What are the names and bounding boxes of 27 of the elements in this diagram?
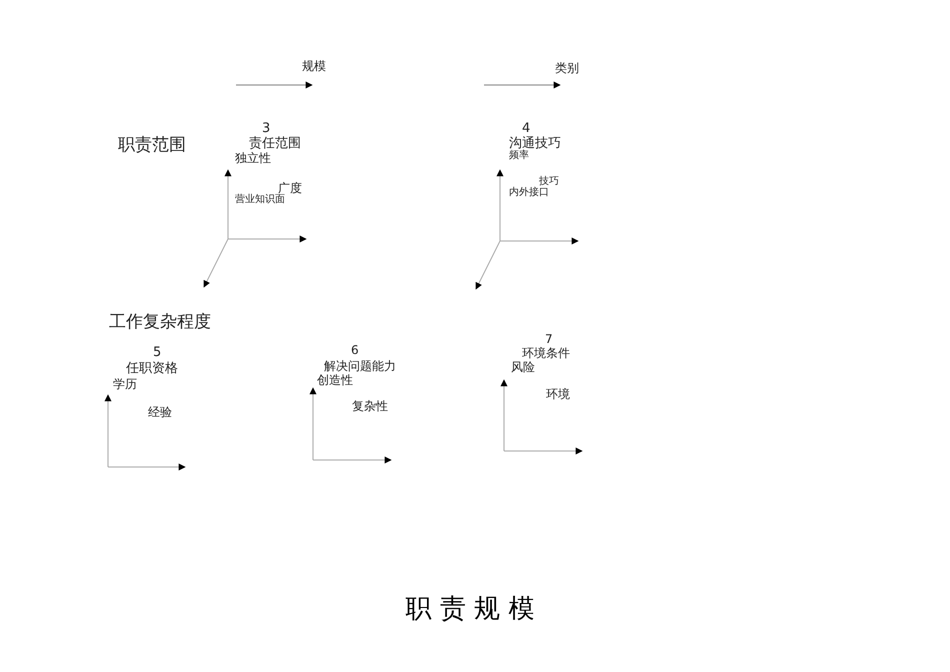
axis-label: 内外接口 — [509, 188, 549, 198]
factor-number: 7 — [545, 333, 553, 345]
axis-label: 学历 — [113, 378, 137, 390]
axis-label: 独立性 — [235, 152, 271, 164]
axis-label: 规模 — [302, 60, 326, 72]
axis-label: 经验 — [148, 406, 172, 418]
axis-label: 类别 — [555, 62, 579, 74]
factor-title: 沟通技巧 — [509, 137, 561, 150]
factor-number: 3 — [262, 122, 270, 135]
axis-label: 技巧 — [539, 177, 559, 187]
axis-label: 频率 — [509, 151, 529, 161]
factor-title: 责任范围 — [249, 137, 301, 150]
axis-label: 营业知识面 — [235, 195, 285, 205]
section-heading: 工作复杂程度 — [109, 314, 211, 331]
axis-label: 风险 — [511, 361, 535, 373]
axis-label: 复杂性 — [352, 400, 388, 412]
title: 职 责 规 模 — [404, 596, 536, 622]
factor-title: 解决问题能力 — [324, 360, 396, 372]
factor-number: 6 — [351, 344, 359, 356]
factor-title: 环境条件 — [522, 347, 570, 359]
axis-label: 创造性 — [317, 374, 353, 386]
axis-label: 广度 — [278, 182, 302, 194]
factor-title: 任职资格 — [126, 362, 178, 375]
axis-label: 环境 — [546, 388, 570, 400]
factor-number: 5 — [153, 346, 162, 359]
factor-number: 4 — [522, 122, 530, 135]
section-heading: 职责范围 — [118, 137, 186, 154]
